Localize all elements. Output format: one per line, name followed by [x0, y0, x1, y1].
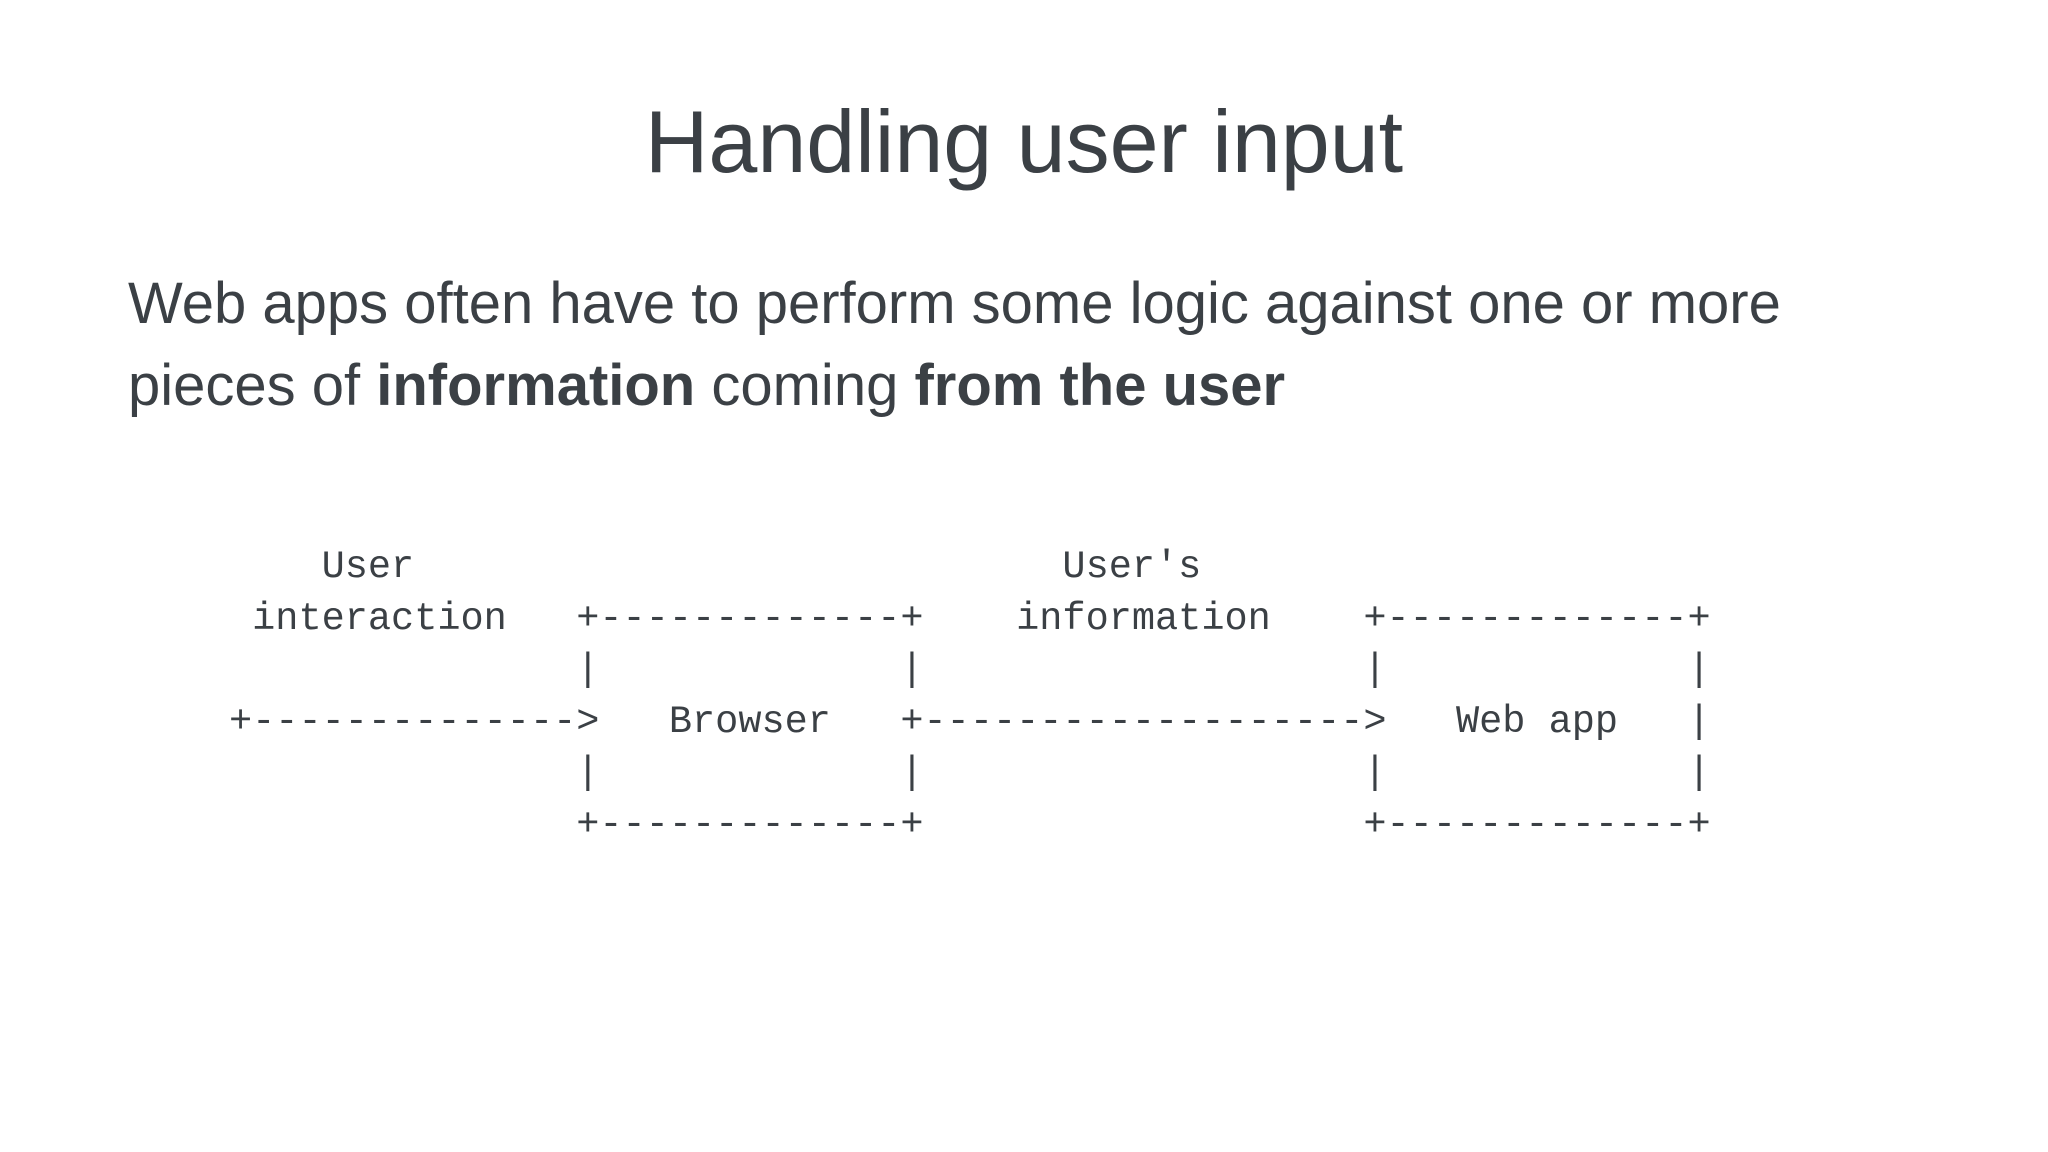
intro-paragraph: Web apps often have to perform some logi…: [128, 263, 1781, 427]
slide-title: Handling user input: [644, 92, 1404, 191]
paragraph-line: pieces of information coming from the us…: [128, 345, 1781, 427]
ascii-flow-diagram: User User's interaction +-------------+ …: [229, 545, 1711, 847]
text-segment: pieces of: [128, 353, 377, 418]
text-segment: Web apps often have to perform some logi…: [128, 271, 1781, 336]
text-segment: coming: [695, 353, 915, 418]
paragraph-line: Web apps often have to perform some logi…: [128, 263, 1781, 345]
emphasized-text: information: [376, 353, 696, 418]
emphasized-text: from the user: [914, 353, 1286, 418]
